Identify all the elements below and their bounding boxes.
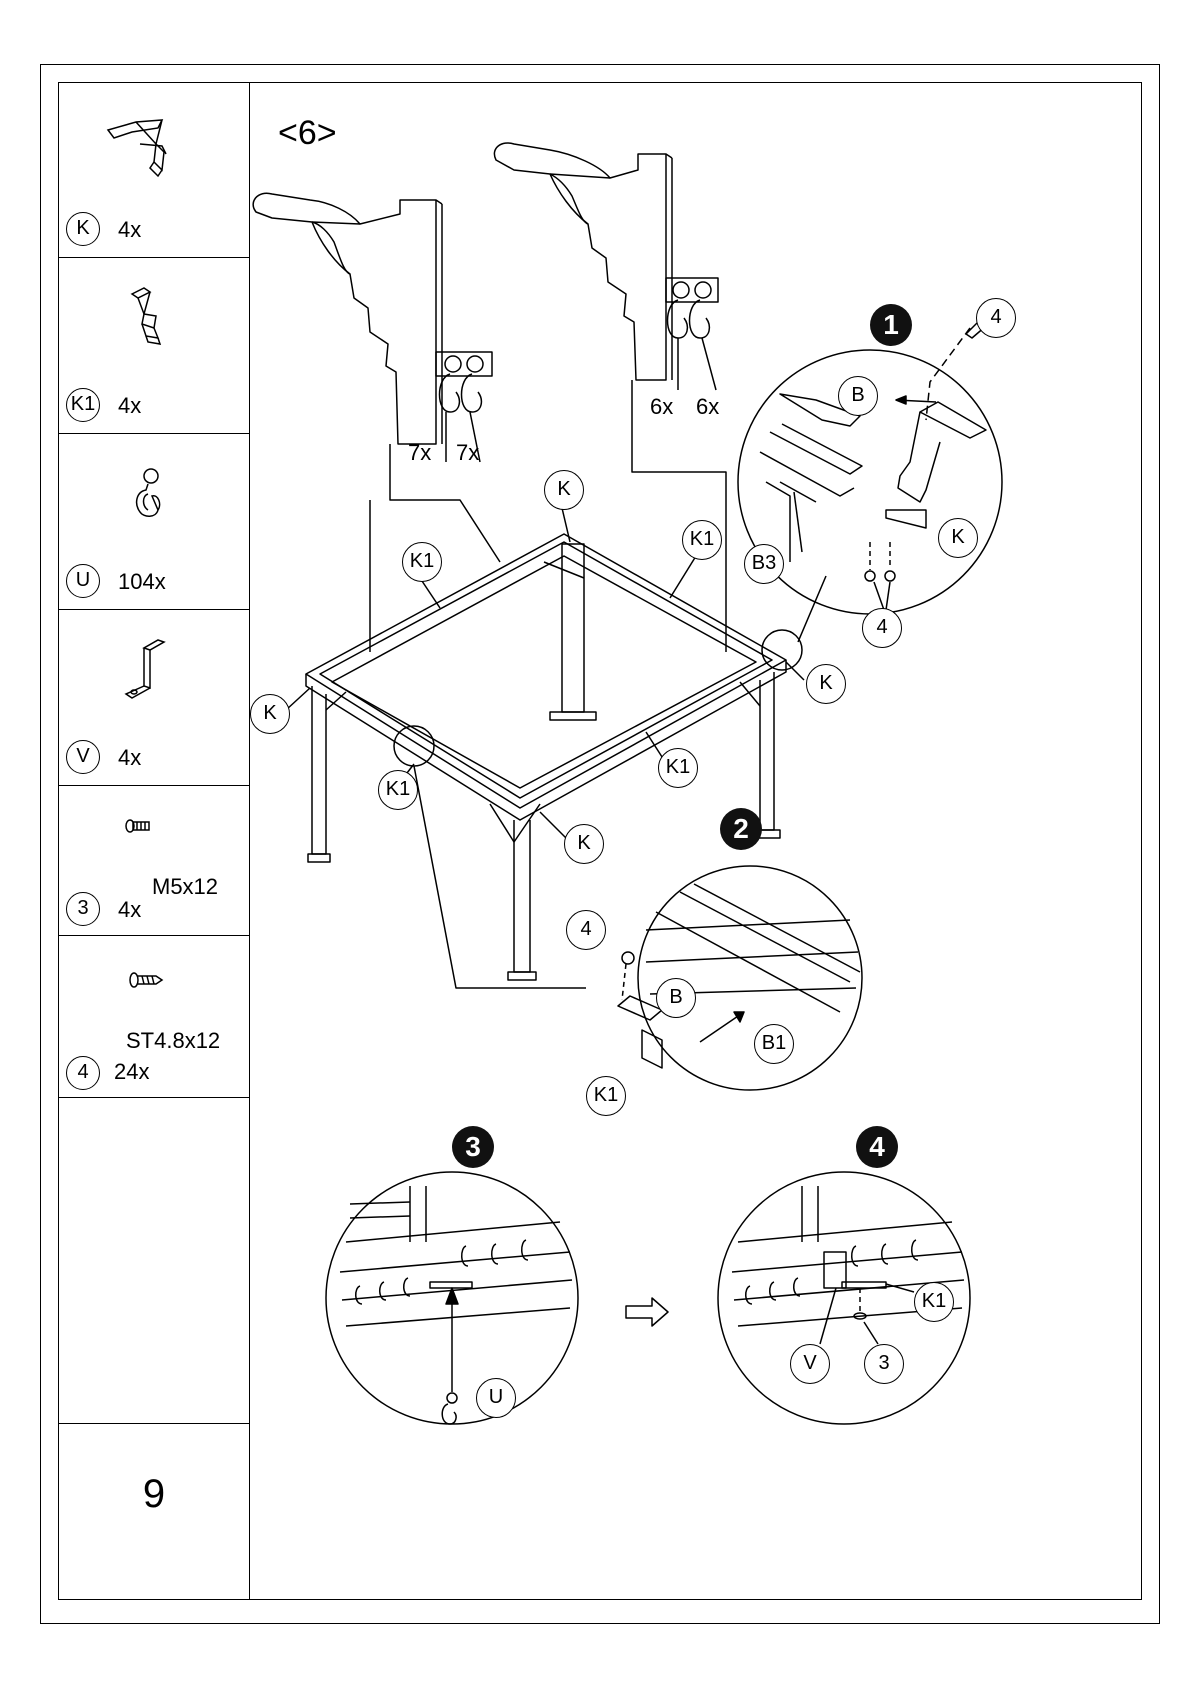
detail2-b1-label: B1 [754, 1024, 794, 1064]
frame-label-k-left: K [250, 694, 290, 734]
part-4-qty: 24x [114, 1059, 149, 1085]
parts-sidebar: K 4x K1 4x U 104x [58, 82, 250, 1600]
part-k1-label: K1 [66, 388, 100, 422]
frame-label-k-bottom: K [564, 824, 604, 864]
hook-count-right-a: 6x [650, 394, 673, 420]
part-k1-cell: K1 4x [58, 258, 250, 434]
rail-profile-left [253, 193, 492, 462]
part-4-spec: ST4.8x12 [126, 1028, 220, 1054]
detail1-screw-top-label: 4 [976, 298, 1016, 338]
substep-badge-3: 3 [452, 1126, 494, 1168]
part-k1-qty: 4x [118, 393, 141, 419]
gazebo-frame [306, 534, 786, 980]
part-3-label: 3 [66, 892, 100, 926]
detail2-k1-label: K1 [586, 1076, 626, 1116]
part-4-label: 4 [66, 1056, 100, 1090]
frame-label-k-top: K [544, 470, 584, 510]
detail-3 [326, 1172, 578, 1424]
page-number: 9 [58, 1472, 250, 1517]
proceed-arrow [626, 1298, 668, 1326]
part-3-cell: M5x12 3 4x [58, 786, 250, 936]
part-k-cell: K 4x [58, 82, 250, 258]
hook-count-right-b: 6x [696, 394, 719, 420]
frame-label-k1-bottom: K1 [378, 770, 418, 810]
rail-profile-right [494, 143, 718, 390]
frame-label-k-right: K [806, 664, 846, 704]
part-3-spec: M5x12 [152, 874, 218, 900]
detail1-b3-label: B3 [744, 544, 784, 584]
part-3-qty: 4x [118, 897, 141, 923]
detail1-k-label: K [938, 518, 978, 558]
part-u-qty: 104x [118, 569, 166, 595]
assembly-illustration: <6> [250, 82, 1142, 1600]
hook-count-left-b: 7x [456, 440, 479, 466]
part-v-label: V [66, 740, 100, 774]
part-k-label: K [66, 212, 100, 246]
substep-badge-1: 1 [870, 304, 912, 346]
detail4-k1-label: K1 [914, 1282, 954, 1322]
frame-label-k1-front: K1 [658, 748, 698, 788]
part-u-label: U [66, 564, 100, 598]
part-4-cell: ST4.8x12 4 24x [58, 936, 250, 1098]
hook-count-left-a: 7x [408, 440, 431, 466]
detail4-screw-label: 3 [864, 1344, 904, 1384]
part-k-qty: 4x [118, 217, 141, 243]
frame-label-k1-left: K1 [402, 542, 442, 582]
substep-badge-2: 2 [720, 808, 762, 850]
detail3-u-label: U [476, 1378, 516, 1418]
detail1-screw-bottom-label: 4 [862, 608, 902, 648]
part-v-cell: V 4x [58, 610, 250, 786]
part-u-cell: U 104x [58, 434, 250, 610]
detail1-b-label: B [838, 376, 878, 416]
detail-2 [618, 866, 862, 1090]
detail4-v-label: V [790, 1344, 830, 1384]
detail2-screw-label: 4 [566, 910, 606, 950]
detail2-b-label: B [656, 978, 696, 1018]
part-v-qty: 4x [118, 745, 141, 771]
frame-label-k1-right: K1 [682, 520, 722, 560]
empty-part-cell [58, 1098, 250, 1424]
substep-badge-4: 4 [856, 1126, 898, 1168]
